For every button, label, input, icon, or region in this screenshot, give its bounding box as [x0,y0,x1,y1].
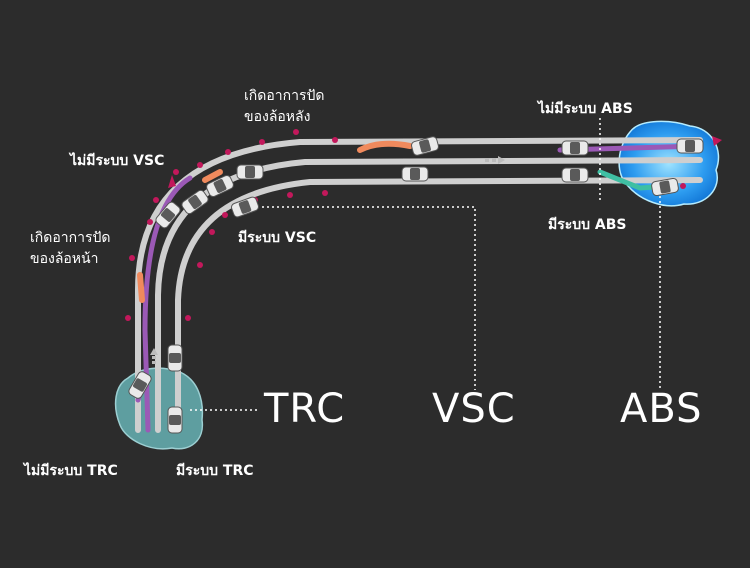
rear-skid-label-line2: ของล้อหลัง [244,109,311,125]
with-abs-label: มีระบบ ABS [548,217,627,233]
with-vsc-label: มีระบบ VSC [238,230,317,246]
no-abs-label: ไม่มีระบบ ABS [538,101,633,117]
no-vsc-label: ไม่มีระบบ VSC [70,153,165,169]
abs-title: ABS [620,386,703,432]
no-trc-label: ไม่มีระบบ TRC [24,463,118,479]
direction-arrow-icon [150,136,722,364]
front-skid-label-line2: ของล้อหน้า [30,251,99,267]
trc-title: TRC [264,386,346,432]
front-skid-label-line1: เกิดอาการปัด [30,230,111,246]
vsc-title: VSC [432,386,516,432]
leader-lines [190,118,661,411]
skid-zones [137,140,413,303]
with-trc-label: มีระบบ TRC [176,463,254,479]
rear-skid-label-line1: เกิดอาการปัด [244,88,325,104]
